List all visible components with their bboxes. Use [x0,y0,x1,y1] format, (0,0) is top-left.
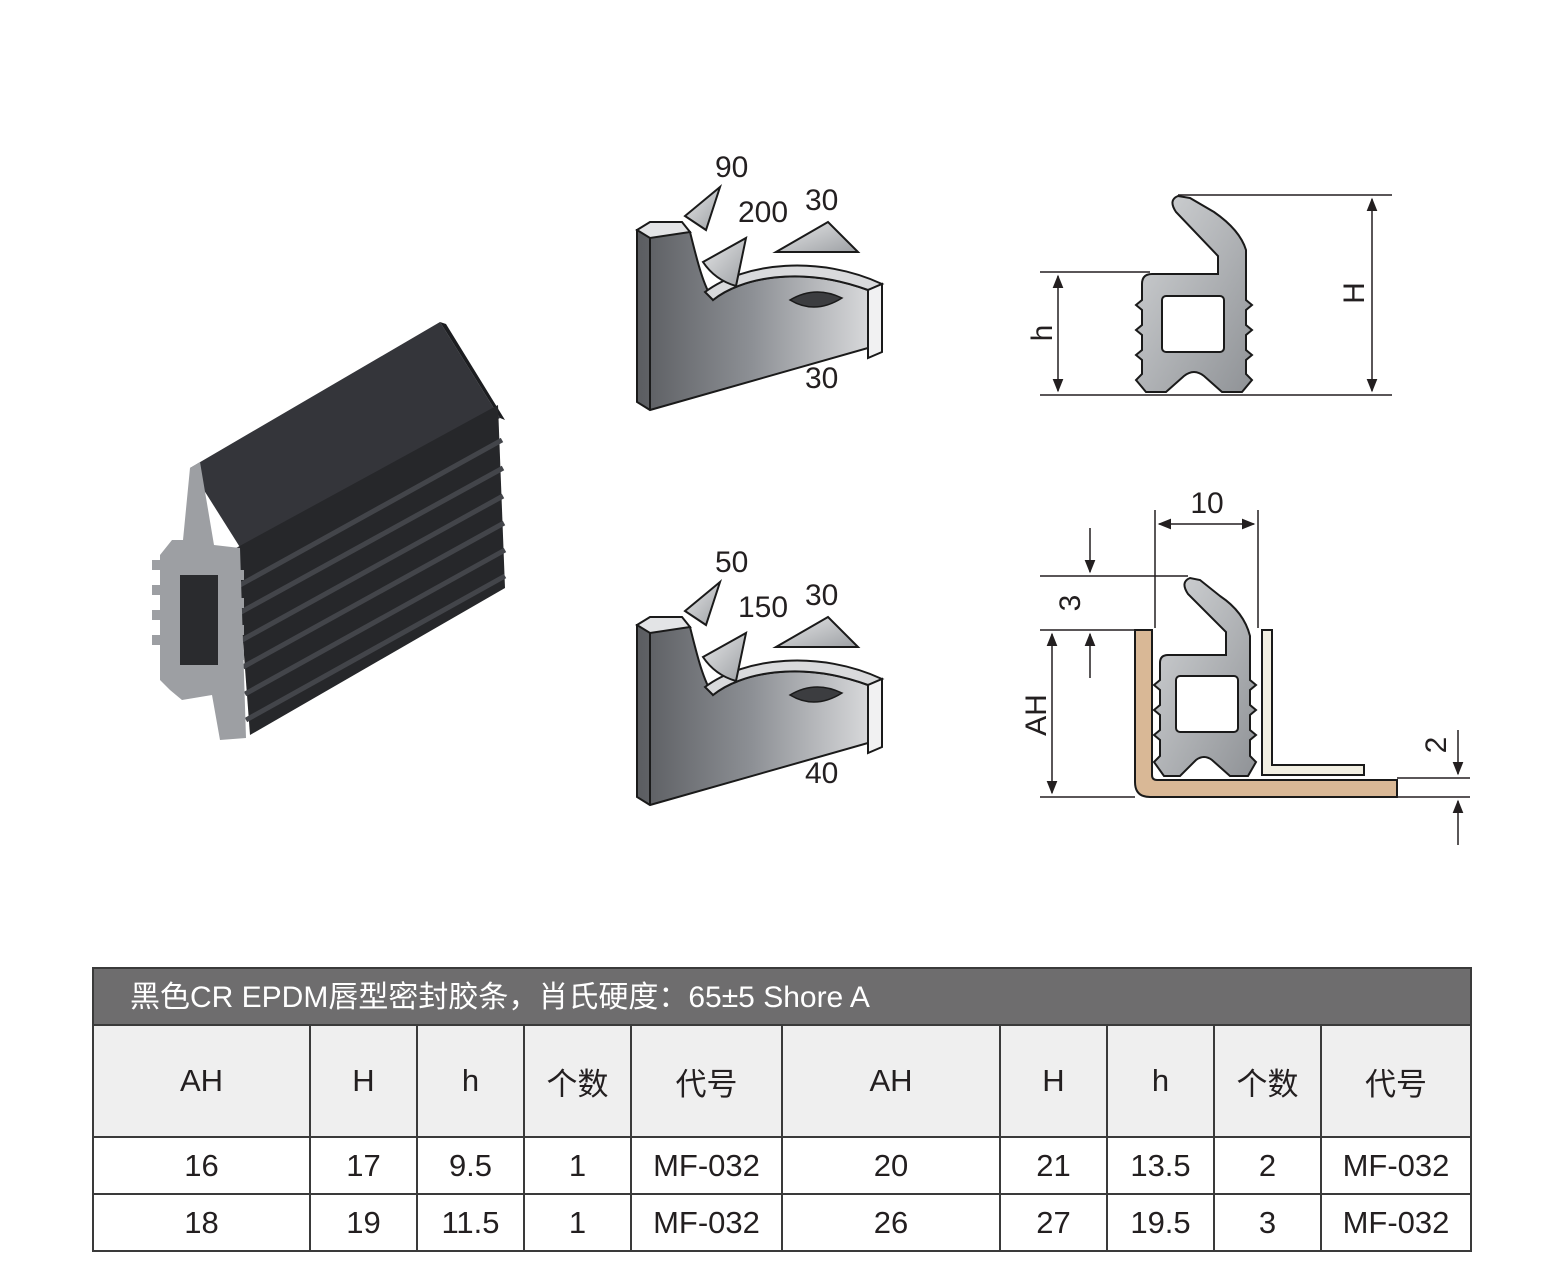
column-header: 代号 [630,1026,783,1138]
table-cell: 13.5 [1106,1136,1215,1195]
table-cell: 19 [309,1193,418,1250]
table-cell: 3 [1213,1193,1322,1250]
spec-table-grid: AH H h 个数 代号 AH H h 个数 代号 16 17 9.5 1 MF… [94,1026,1470,1250]
installation-dimension-diagram: 10 3 AH 2 [1020,487,1470,845]
bend-radius-diagram-lower: 50 150 30 40 [635,546,885,807]
table-cell: 20 [781,1136,1001,1195]
table-cell: 1 [523,1193,632,1250]
product-figures: 90 200 30 30 50 150 30 40 h H [152,151,1470,845]
table-cell: 26 [781,1193,1001,1250]
column-header: h [416,1026,525,1138]
spec-table: 黑色CR EPDM唇型密封胶条，肖氏硬度：65±5 Shore A AH H h… [92,967,1472,1252]
column-header: AH [781,1026,1001,1138]
dimension-label-h: h [1026,325,1059,342]
table-cell: 17 [309,1136,418,1195]
table-cell: MF-032 [630,1193,783,1250]
table-header-row: AH H h 个数 代号 AH H h 个数 代号 [94,1026,1470,1138]
bend-label: 90 [715,151,748,184]
table-cell: 27 [999,1193,1108,1250]
table-cell: MF-032 [630,1136,783,1195]
dimension-label-AH: AH [1020,694,1053,736]
bend-radius-diagram-upper: 90 200 30 30 [635,151,885,412]
table-cell: MF-032 [1320,1193,1470,1250]
table-cell: MF-032 [1320,1136,1470,1195]
table-cell: 2 [1213,1136,1322,1195]
seal-strip-3d-photo [152,322,507,740]
dimension-label-10: 10 [1190,487,1223,520]
dimension-label-2: 2 [1420,737,1453,754]
table-cell: 21 [999,1136,1108,1195]
table-cell: 18 [94,1193,311,1250]
table-row: 18 19 11.5 1 MF-032 26 27 19.5 3 MF-032 [94,1193,1470,1250]
column-header: 代号 [1320,1026,1470,1138]
column-header: AH [94,1026,311,1138]
bend-label: 200 [738,196,788,229]
bend-label: 30 [805,184,838,217]
table-row: 16 17 9.5 1 MF-032 20 21 13.5 2 MF-032 [94,1136,1470,1195]
table-cell: 19.5 [1106,1193,1215,1250]
dimension-label-H: H [1338,282,1371,304]
bend-label: 150 [738,591,788,624]
column-header: 个数 [1213,1026,1322,1138]
table-cell: 16 [94,1136,311,1195]
table-cell: 1 [523,1136,632,1195]
column-header: H [999,1026,1108,1138]
cross-section-dimension-diagram: h H [1026,194,1392,396]
table-cell: 11.5 [416,1193,525,1250]
bend-label: 30 [805,362,838,395]
table-cell: 9.5 [416,1136,525,1195]
bend-label: 50 [715,546,748,579]
bend-label: 30 [805,579,838,612]
column-header: 个数 [523,1026,632,1138]
bend-label: 40 [805,757,838,790]
column-header: h [1106,1026,1215,1138]
spec-table-title: 黑色CR EPDM唇型密封胶条，肖氏硬度：65±5 Shore A [94,969,1470,1026]
dimension-label-3: 3 [1054,595,1087,612]
column-header: H [309,1026,418,1138]
